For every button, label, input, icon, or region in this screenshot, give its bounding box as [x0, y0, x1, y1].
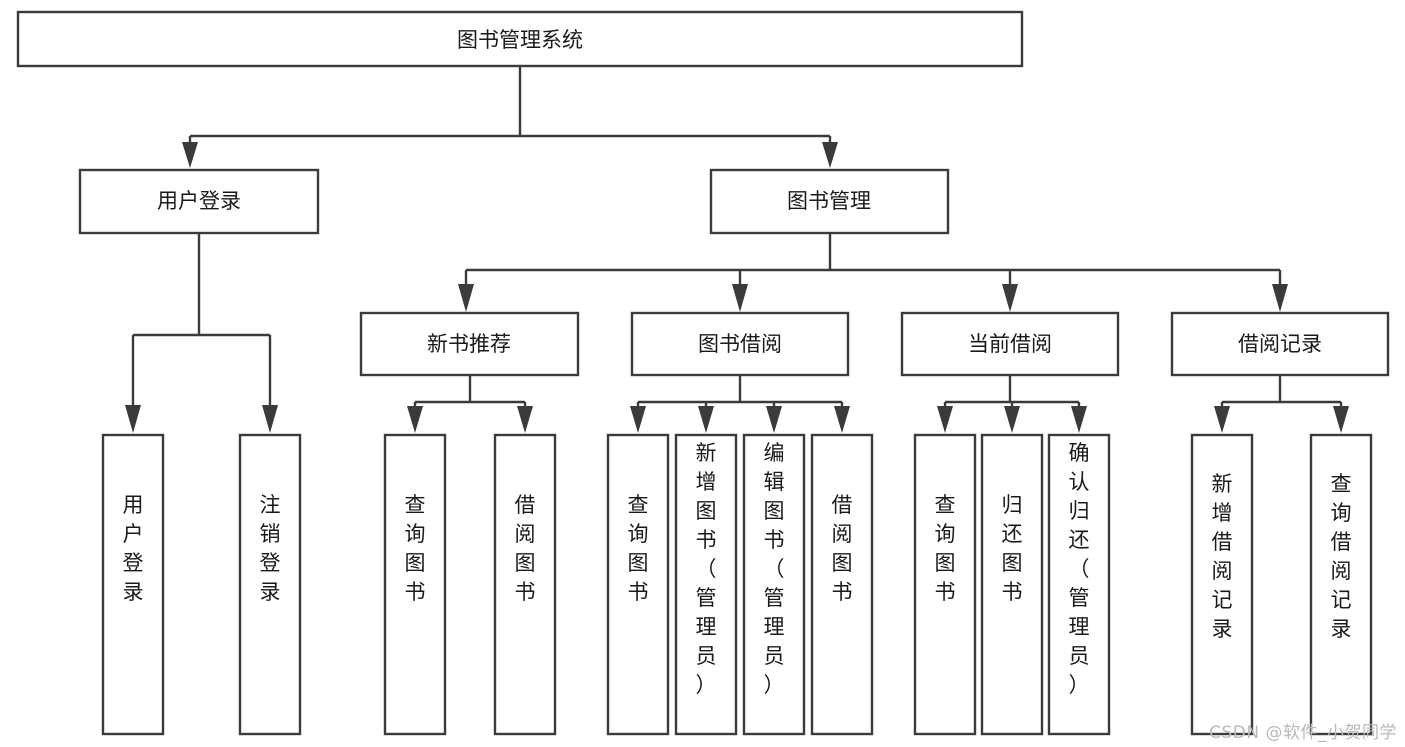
leaf-node-br-add-book-label: 新增图书（管理员）: [696, 441, 717, 697]
node-book-borrow[interactable]: 图书借阅: [630, 311, 850, 377]
arrow-head-leaf-user-login: [125, 405, 141, 433]
arrow-head-nb-borrow: [517, 406, 533, 433]
csdn-watermark: CSDN @软件_小贺同学: [1209, 723, 1397, 743]
leaf-node-user-login[interactable]: 用户登录: [101, 433, 165, 736]
connector-group-records: [1214, 375, 1349, 433]
leaf-node-cu-confirm-return-label: 确认归还（管理员）: [1069, 441, 1090, 697]
leaf-node-nb-query-book[interactable]: 查询图书: [383, 433, 447, 736]
leaf-node-rc-query-record[interactable]: 查询借阅记录: [1309, 433, 1373, 736]
node-current-borrow[interactable]: 当前借阅: [900, 311, 1120, 377]
node-user-login-label: 用户登录: [157, 189, 241, 213]
arrow-head-current: [1002, 284, 1018, 312]
node-new-book-recommend[interactable]: 新书推荐: [359, 311, 580, 377]
leaf-node-nb-borrow-book-box[interactable]: [493, 433, 557, 736]
arrow-head-book-mgmt: [822, 142, 838, 168]
leaf-node-br-edit-book[interactable]: 编辑图书（管理员）: [742, 433, 806, 736]
leaf-node-br-add-book[interactable]: 新增图书（管理员）: [674, 433, 738, 736]
node-borrow-records-label: 借阅记录: [1238, 332, 1322, 356]
leaf-node-br-query-book[interactable]: 查询图书: [606, 433, 670, 736]
leaf-node-rc-add-record-label: 新增借阅记录: [1212, 472, 1233, 641]
connector-group-book-mgmt: [458, 233, 1288, 312]
node-borrow-records[interactable]: 借阅记录: [1170, 311, 1390, 377]
leaf-node-br-query-book-box[interactable]: [606, 433, 670, 736]
arrow-head-rc-add: [1214, 406, 1230, 433]
leaf-node-nb-query-book-label: 查询图书: [405, 493, 426, 604]
leaf-node-nb-query-book-box[interactable]: [383, 433, 447, 736]
arrow-head-cu-confirm: [1071, 406, 1087, 433]
leaf-node-br-borrow-book-box[interactable]: [810, 433, 874, 736]
leaf-node-br-edit-book-label: 编辑图书（管理员）: [764, 441, 785, 697]
node-new-book-recommend-box[interactable]: [359, 311, 580, 377]
connector-group-borrow: [630, 375, 850, 433]
node-current-borrow-label: 当前借阅: [968, 332, 1052, 356]
leaf-node-br-borrow-book-label: 借阅图书: [832, 493, 853, 604]
leaf-node-br-query-book-label: 查询图书: [628, 493, 649, 604]
leaf-node-br-borrow-book[interactable]: 借阅图书: [810, 433, 874, 736]
leaf-node-logout-box[interactable]: [238, 433, 302, 736]
node-root-box[interactable]: [16, 10, 1024, 68]
leaf-node-cu-confirm-return[interactable]: 确认归还（管理员）: [1047, 433, 1111, 736]
leaf-node-cu-confirm-return-box[interactable]: [1047, 433, 1111, 736]
leaf-node-rc-add-record[interactable]: 新增借阅记录: [1190, 433, 1254, 736]
leaf-node-nb-borrow-book-label: 借阅图书: [515, 493, 536, 604]
node-current-borrow-box[interactable]: [900, 311, 1120, 377]
connector-group-current: [937, 375, 1087, 433]
leaf-node-br-add-book-box[interactable]: [674, 433, 738, 736]
leaf-node-logout[interactable]: 注销登录: [238, 433, 302, 736]
arrow-head-nb-query: [407, 406, 423, 433]
leaf-node-br-edit-book-box[interactable]: [742, 433, 806, 736]
leaf-node-cu-query-book-label: 查询图书: [935, 493, 956, 604]
leaf-node-nb-borrow-book[interactable]: 借阅图书: [493, 433, 557, 736]
connector-group-new-book: [407, 375, 533, 433]
leaf-node-user-login-label: 用户登录: [123, 493, 144, 604]
node-book-borrow-box[interactable]: [630, 311, 850, 377]
arrow-head-records: [1272, 284, 1288, 312]
leaf-node-cu-query-book-box[interactable]: [913, 433, 977, 736]
arrow-head-borrow: [732, 284, 748, 312]
arrow-head-br-query: [630, 406, 646, 433]
node-book-management-label: 图书管理: [787, 189, 871, 213]
connector-group-user-login: [125, 233, 278, 433]
arrow-head-user-login: [182, 142, 198, 168]
node-borrow-records-box[interactable]: [1170, 311, 1390, 377]
leaf-node-cu-return-book-label: 归还图书: [1002, 493, 1023, 604]
leaf-node-user-login-box[interactable]: [101, 433, 165, 736]
leaf-node-rc-query-record-label: 查询借阅记录: [1331, 472, 1352, 641]
arrow-head-br-borrow: [834, 406, 850, 433]
leaf-node-cu-return-book[interactable]: 归还图书: [980, 433, 1044, 736]
leaf-node-rc-add-record-box[interactable]: [1190, 433, 1254, 736]
node-book-management[interactable]: 图书管理: [709, 168, 950, 235]
arrow-head-rc-query: [1333, 406, 1349, 433]
node-root-label: 图书管理系统: [457, 28, 583, 52]
connector-group-root: [182, 66, 838, 168]
node-root[interactable]: 图书管理系统: [16, 10, 1024, 68]
arrow-head-br-edit: [766, 406, 782, 433]
arrow-head-new-book: [458, 284, 474, 312]
leaf-node-logout-label: 注销登录: [260, 493, 281, 604]
node-user-login-box[interactable]: [78, 168, 320, 235]
arrow-head-br-add: [698, 406, 714, 433]
node-user-login[interactable]: 用户登录: [78, 168, 320, 235]
arrow-head-cu-return: [1004, 406, 1020, 433]
node-new-book-recommend-label: 新书推荐: [427, 332, 511, 356]
leaf-node-cu-return-book-box[interactable]: [980, 433, 1044, 736]
leaf-node-rc-query-record-box[interactable]: [1309, 433, 1373, 736]
arrow-head-cu-query: [937, 406, 953, 433]
node-book-management-box[interactable]: [709, 168, 950, 235]
leaf-node-cu-query-book[interactable]: 查询图书: [913, 433, 977, 736]
node-book-borrow-label: 图书借阅: [698, 332, 782, 356]
arrow-head-leaf-logout: [262, 405, 278, 433]
